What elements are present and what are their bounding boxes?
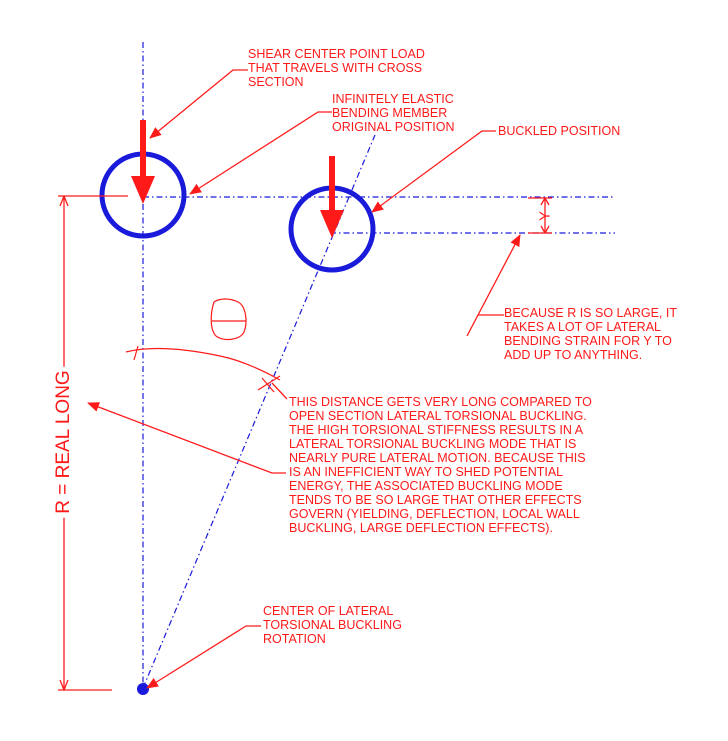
- leader-buckled-position: [371, 130, 496, 213]
- leader-lateral-strain: [466, 234, 521, 337]
- hand-sketch-arc-tick: [133, 345, 139, 361]
- hand-sketch-section: [210, 298, 247, 341]
- hand-sketch-cross: [257, 375, 281, 393]
- hand-sketch-arc: [125, 347, 281, 381]
- leader-shear-center: [149, 69, 248, 139]
- y-text: Y: [536, 210, 554, 222]
- radius-text: R = REAL LONG: [53, 366, 75, 518]
- label-buckled-position: BUCKLED POSITION: [498, 124, 621, 138]
- rotation-center-dot: [137, 683, 149, 695]
- y-dimension: [528, 197, 552, 234]
- leader-distance: [87, 402, 286, 474]
- label-shear-center-load: SHEAR CENTER POINT LOAD THAT TRAVELS WIT…: [248, 47, 425, 89]
- leader-arc-mark: [271, 382, 288, 400]
- load-arrow-original: [131, 120, 155, 204]
- load-arrow-buckled: [320, 156, 344, 238]
- label-lateral-strain-note: BECAUSE R IS SO LARGE, IT TAKES A LOT OF…: [504, 306, 677, 362]
- label-distance-note: THIS DISTANCE GETS VERY LONG COMPARED TO…: [289, 395, 592, 535]
- leader-rotation-center: [146, 625, 261, 689]
- leader-original-position: [189, 111, 332, 195]
- label-original-position: INFINITELY ELASTIC BENDING MEMBER ORIGIN…: [332, 92, 455, 134]
- label-rotation-center: CENTER OF LATERAL TORSIONAL BUCKLING ROT…: [263, 604, 402, 646]
